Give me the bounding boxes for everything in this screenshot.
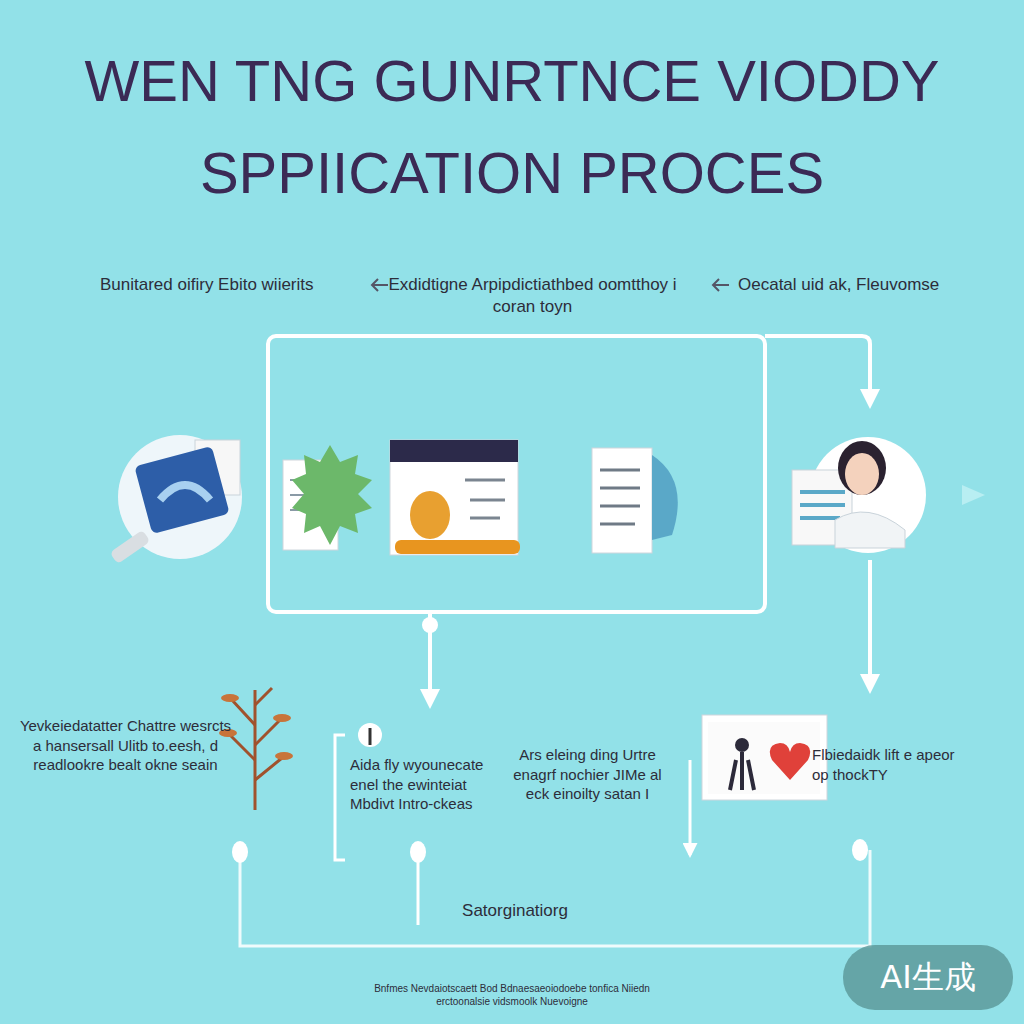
step-label: Exdidtigne Arpipdictiathbed oomtthoy i c…: [385, 274, 680, 318]
frame: [268, 336, 765, 612]
document-icon: [110, 435, 242, 564]
step-note: Aida fly wyounecate enel the ewinteiat M…: [350, 755, 500, 814]
step-note: Ars eleing ding Urtre enagrf nochier JIM…: [505, 745, 670, 804]
arrow-symbol: [713, 279, 729, 291]
card-icon: [390, 440, 520, 555]
step-note: Flbiedaidk lift e apeor op thockTY: [812, 745, 962, 784]
loop-label: Satorginatiorg: [430, 900, 600, 922]
diagram-title: WEN TNG GUNRTNCE VIODDY SPPIICATION PROC…: [40, 35, 984, 219]
plant-illustration: [219, 688, 293, 810]
flow-line: [765, 336, 870, 405]
arrow-symbol: [962, 485, 985, 505]
loop-line: [240, 850, 870, 946]
seal-icon: [283, 445, 372, 550]
step-label: Oecatal uid ak, Fleuvomse: [738, 274, 968, 296]
person-icon: [792, 437, 926, 553]
paper-icon: [592, 448, 678, 553]
arrow-symbol: [372, 279, 388, 291]
footer-note: Bnfmes Nevdaiotscaett Bod Bdnaesaeoiodoe…: [372, 982, 652, 1008]
flow-line: [868, 560, 872, 690]
step-label: Bunitared oifiry Ebito wiierits: [100, 274, 365, 296]
watermark: AI生成: [843, 945, 1013, 1010]
figure-icon: [358, 723, 382, 747]
drop-markers: [232, 617, 868, 863]
flow-line: [417, 855, 420, 925]
couple-card: [702, 715, 827, 800]
bracket: [335, 735, 345, 860]
flow-line: [689, 760, 692, 855]
step-note: Yevkeiedatatter Chattre wesrcts a hanser…: [18, 716, 233, 775]
